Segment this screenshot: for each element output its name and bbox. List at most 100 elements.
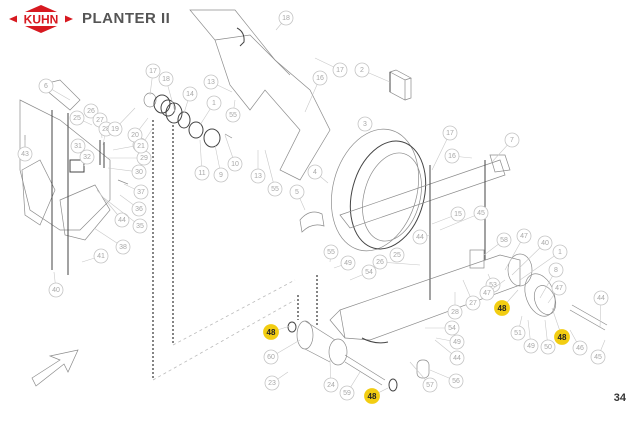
- callout-circle: [225, 107, 241, 123]
- callout-label: 11: [198, 170, 205, 177]
- callout-label: 17: [149, 68, 157, 75]
- callout-circle: [70, 138, 86, 154]
- seat-bracket-assembly: [19, 79, 129, 275]
- callout-label: 35: [136, 223, 144, 230]
- callout-label: 26: [376, 259, 384, 266]
- callout-circle: [307, 164, 323, 180]
- callout-circle: [114, 212, 130, 228]
- callout-label: 25: [73, 115, 81, 122]
- callout-circle: [79, 149, 95, 165]
- part-callout: 25: [69, 110, 85, 126]
- callout-circle: [449, 334, 465, 350]
- callout-circle: [17, 146, 33, 162]
- callout-label: 29: [140, 155, 148, 162]
- callout-circle: [357, 116, 373, 132]
- callout-label: 44: [416, 234, 424, 241]
- callout-circle: [540, 339, 556, 355]
- callout-label: 18: [162, 76, 170, 83]
- highlighted-part-callout[interactable]: 48: [494, 300, 510, 316]
- callout-circle: [263, 324, 279, 340]
- callout-circle: [494, 300, 510, 316]
- part-callout: 54: [444, 320, 460, 336]
- part-callout: 36: [131, 201, 147, 217]
- part-callout: 40: [537, 235, 553, 251]
- callout-label: 27: [96, 117, 104, 124]
- part-callout: 43: [17, 146, 33, 162]
- part-callout: 30: [131, 164, 147, 180]
- brand-name: KUHN: [24, 13, 59, 27]
- callout-circle: [132, 218, 148, 234]
- part-callout: 25: [389, 247, 405, 263]
- callout-circle: [83, 103, 99, 119]
- callout-label: 18: [282, 15, 290, 22]
- callout-circle: [479, 285, 495, 301]
- part-callout: 26: [83, 103, 99, 119]
- callout-circle: [158, 71, 174, 87]
- callout-circle: [364, 388, 380, 404]
- callout-label: 23: [268, 380, 276, 387]
- highlighted-part-callout[interactable]: 48: [554, 329, 570, 345]
- callout-label: 28: [102, 126, 110, 133]
- part-callout: 55: [323, 244, 339, 260]
- callout-circle: [203, 74, 219, 90]
- callout-circle: [548, 262, 564, 278]
- part-callout: 28: [447, 304, 463, 320]
- part-callout: 32: [79, 149, 95, 165]
- callout-label: 40: [52, 287, 60, 294]
- page-number: 34: [613, 392, 626, 404]
- callout-circle: [504, 132, 520, 148]
- callout-label: 48: [558, 333, 567, 342]
- callout-circle: [131, 164, 147, 180]
- callout-leader-line: [511, 242, 546, 276]
- callout-circle: [444, 320, 460, 336]
- callout-label: 32: [83, 154, 91, 161]
- callout-label: 36: [135, 206, 143, 213]
- part-callout: 44: [114, 212, 130, 228]
- document-title: PLANTER II: [82, 10, 171, 27]
- part-callout: 4: [307, 164, 323, 180]
- callout-circle: [131, 201, 147, 217]
- part-callout: 47: [551, 280, 567, 296]
- highlighted-part-callout[interactable]: 48: [263, 324, 279, 340]
- callout-circle: [593, 290, 609, 306]
- callout-label: 44: [453, 355, 461, 362]
- part-callout: 26: [372, 254, 388, 270]
- part-callout: 44: [412, 229, 428, 245]
- callout-circle: [465, 295, 481, 311]
- callout-circle: [38, 78, 54, 94]
- callout-circle: [312, 70, 328, 86]
- callout-leader-line: [519, 251, 561, 281]
- callout-label: 13: [207, 79, 215, 86]
- callout-circle: [323, 377, 339, 393]
- part-callout: 57: [422, 377, 438, 393]
- callout-label: 21: [137, 143, 145, 150]
- callout-circle: [213, 167, 229, 183]
- callout-label: 20: [131, 132, 139, 139]
- callout-label: 2: [360, 67, 364, 74]
- callout-label: 55: [271, 186, 279, 193]
- callout-label: 37: [137, 189, 145, 196]
- callout-circle: [372, 254, 388, 270]
- part-callout: 17: [332, 62, 348, 78]
- callout-label: 50: [544, 344, 552, 351]
- part-callout: 21: [133, 138, 149, 154]
- part-callout: 1: [206, 95, 222, 111]
- callout-circle: [182, 86, 198, 102]
- callout-label: 17: [336, 67, 344, 74]
- lower-axle: [287, 320, 430, 392]
- callout-circle: [444, 148, 460, 164]
- callout-circle: [133, 184, 149, 200]
- callout-circle: [449, 350, 465, 366]
- callout-circle: [145, 63, 161, 79]
- highlighted-part-callout[interactable]: 48: [364, 388, 380, 404]
- callout-circle: [264, 375, 280, 391]
- callout-circle: [267, 181, 283, 197]
- callout-label: 44: [597, 295, 605, 302]
- part-callout: 47: [516, 228, 532, 244]
- part-callout: 2: [354, 62, 370, 78]
- callout-circle: [107, 121, 123, 137]
- callout-label: 5: [295, 189, 299, 196]
- callout-label: 55: [327, 249, 335, 256]
- callout-circle: [278, 10, 294, 26]
- callout-label: 59: [343, 390, 351, 397]
